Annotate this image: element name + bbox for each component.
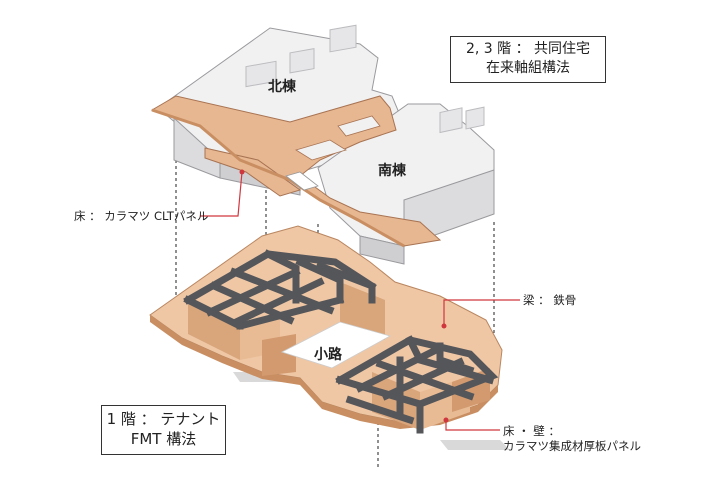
ground-floor [149, 225, 510, 450]
upper-title-line2: 在来軸組構法 [486, 59, 570, 76]
upper-floors [150, 24, 495, 265]
upper-floors-title: 2, 3 階 ： 共同住宅 在来軸組構法 [450, 36, 606, 83]
leader-lines [200, 171, 520, 431]
ground-title-line2: FMT 構法 [130, 430, 197, 449]
leader-dot-floor [239, 169, 245, 175]
leader-dot-beam [441, 323, 447, 329]
steel-beam-grid [183, 249, 499, 434]
south-wing-label: 南棟 [378, 163, 406, 179]
alley-label: 小路 [314, 347, 342, 363]
ground-title-line1: 1 階 ： テナント [106, 410, 221, 428]
leader-dot-panel [443, 417, 449, 423]
floor-clt-label: 床 ： カラマツ CLTパネル [74, 209, 209, 223]
north-wing-label: 北棟 [268, 79, 296, 95]
floor-wall-label-1: 床 ・ 壁 ： [503, 424, 560, 438]
ground-floor-title: 1 階 ： テナント FMT 構法 [101, 405, 226, 455]
upper-title-line1: 2, 3 階 ： 共同住宅 [465, 41, 591, 57]
floor-wall-label-2: カラマツ集成材厚板パネル [503, 439, 641, 453]
beam-label: 梁 ： 鉄骨 [523, 293, 577, 307]
alley-gap [280, 321, 392, 369]
